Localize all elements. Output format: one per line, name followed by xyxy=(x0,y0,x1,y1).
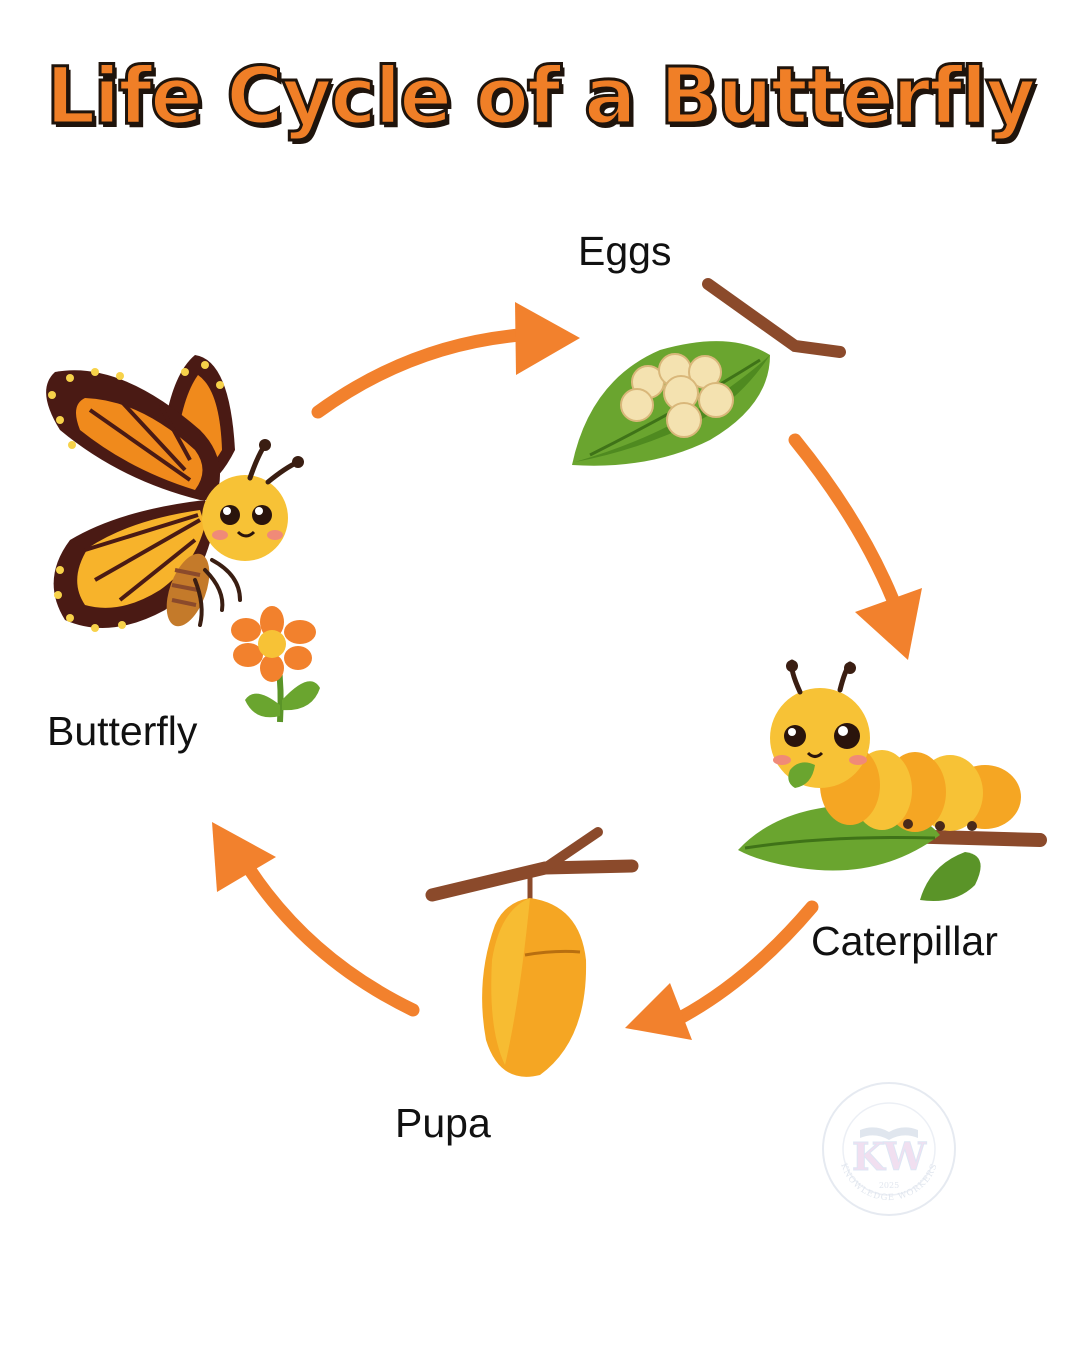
cycle-arrow-icon xyxy=(788,433,900,607)
eggs-on-leaf-icon xyxy=(572,278,846,466)
flower-icon xyxy=(231,606,320,723)
cycle-arrow-icon xyxy=(311,328,527,419)
cycle-arrow-head xyxy=(855,588,922,660)
caterpillar-icon xyxy=(738,659,1047,901)
stage-label-caterpillar: Caterpillar xyxy=(811,918,998,964)
cycle-arrow-icon xyxy=(243,863,420,1017)
watermark-logo: KW 2025 KNOWLEDGE WORKERS xyxy=(822,1082,956,1216)
watermark-year: 2025 xyxy=(879,1181,899,1190)
pupa-icon xyxy=(425,827,639,1077)
stage-label-butterfly: Butterfly xyxy=(47,708,198,754)
watermark-monogram: KW xyxy=(852,1134,928,1179)
cycle-arrows xyxy=(212,302,922,1040)
stage-label-eggs: Eggs xyxy=(578,228,672,274)
butterfly-icon xyxy=(46,355,304,632)
cycle-arrow-icon xyxy=(673,900,819,1025)
cycle-arrow-head xyxy=(515,302,580,375)
page-title: Life Cycle of a Butterfly xyxy=(44,51,1037,144)
cycle-arrow-head xyxy=(212,822,276,892)
eggs-cluster xyxy=(620,353,734,438)
stage-label-pupa: Pupa xyxy=(395,1100,491,1146)
cycle-arrow-head xyxy=(625,983,692,1040)
